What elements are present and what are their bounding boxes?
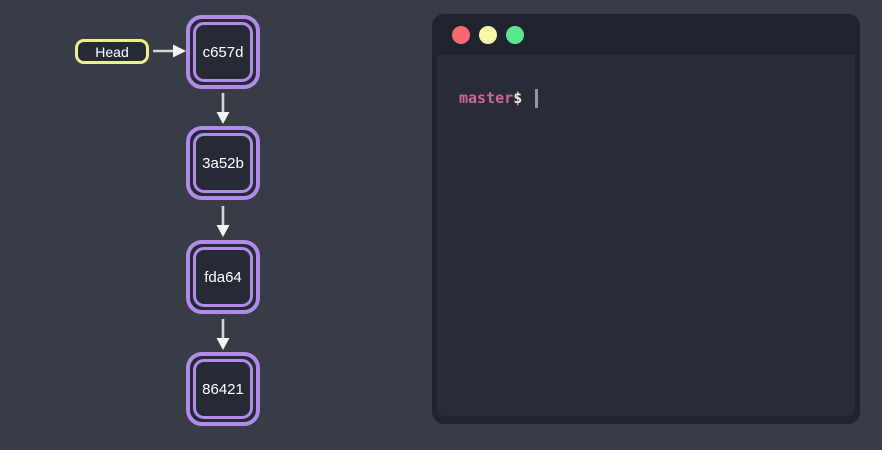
arrow-down-icon (216, 206, 230, 237)
commit-id: fda64 (204, 268, 242, 286)
commit-node-inner: 3a52b (193, 133, 253, 193)
terminal-prompt-line[interactable]: master$ | (459, 88, 843, 108)
commit-node: 86421 (186, 352, 260, 426)
terminal-window: master$ | (432, 14, 860, 424)
commit-id: c657d (202, 43, 244, 61)
arrow-down-icon (216, 93, 230, 124)
commit-id: 86421 (202, 380, 244, 398)
arrow-down-icon (216, 319, 230, 350)
commit-id: 3a52b (202, 154, 244, 172)
head-pointer-label: Head (95, 43, 129, 60)
terminal-titlebar (432, 14, 860, 55)
commit-node-inner: c657d (193, 22, 253, 82)
commit-node: fda64 (186, 240, 260, 314)
close-button[interactable] (452, 25, 470, 44)
commit-node: c657d (186, 15, 260, 89)
minimize-button[interactable] (479, 25, 497, 44)
prompt-symbol: $ (513, 89, 523, 107)
commit-node: 3a52b (186, 126, 260, 200)
terminal-body[interactable]: master$ | (437, 55, 855, 416)
arrow-right-icon (153, 44, 186, 58)
maximize-button[interactable] (506, 25, 524, 44)
commit-node-inner: fda64 (193, 247, 253, 307)
commit-node-inner: 86421 (193, 359, 253, 419)
terminal-cursor[interactable]: | (535, 88, 539, 108)
prompt-branch: master (459, 89, 514, 107)
head-pointer: Head (75, 39, 149, 64)
